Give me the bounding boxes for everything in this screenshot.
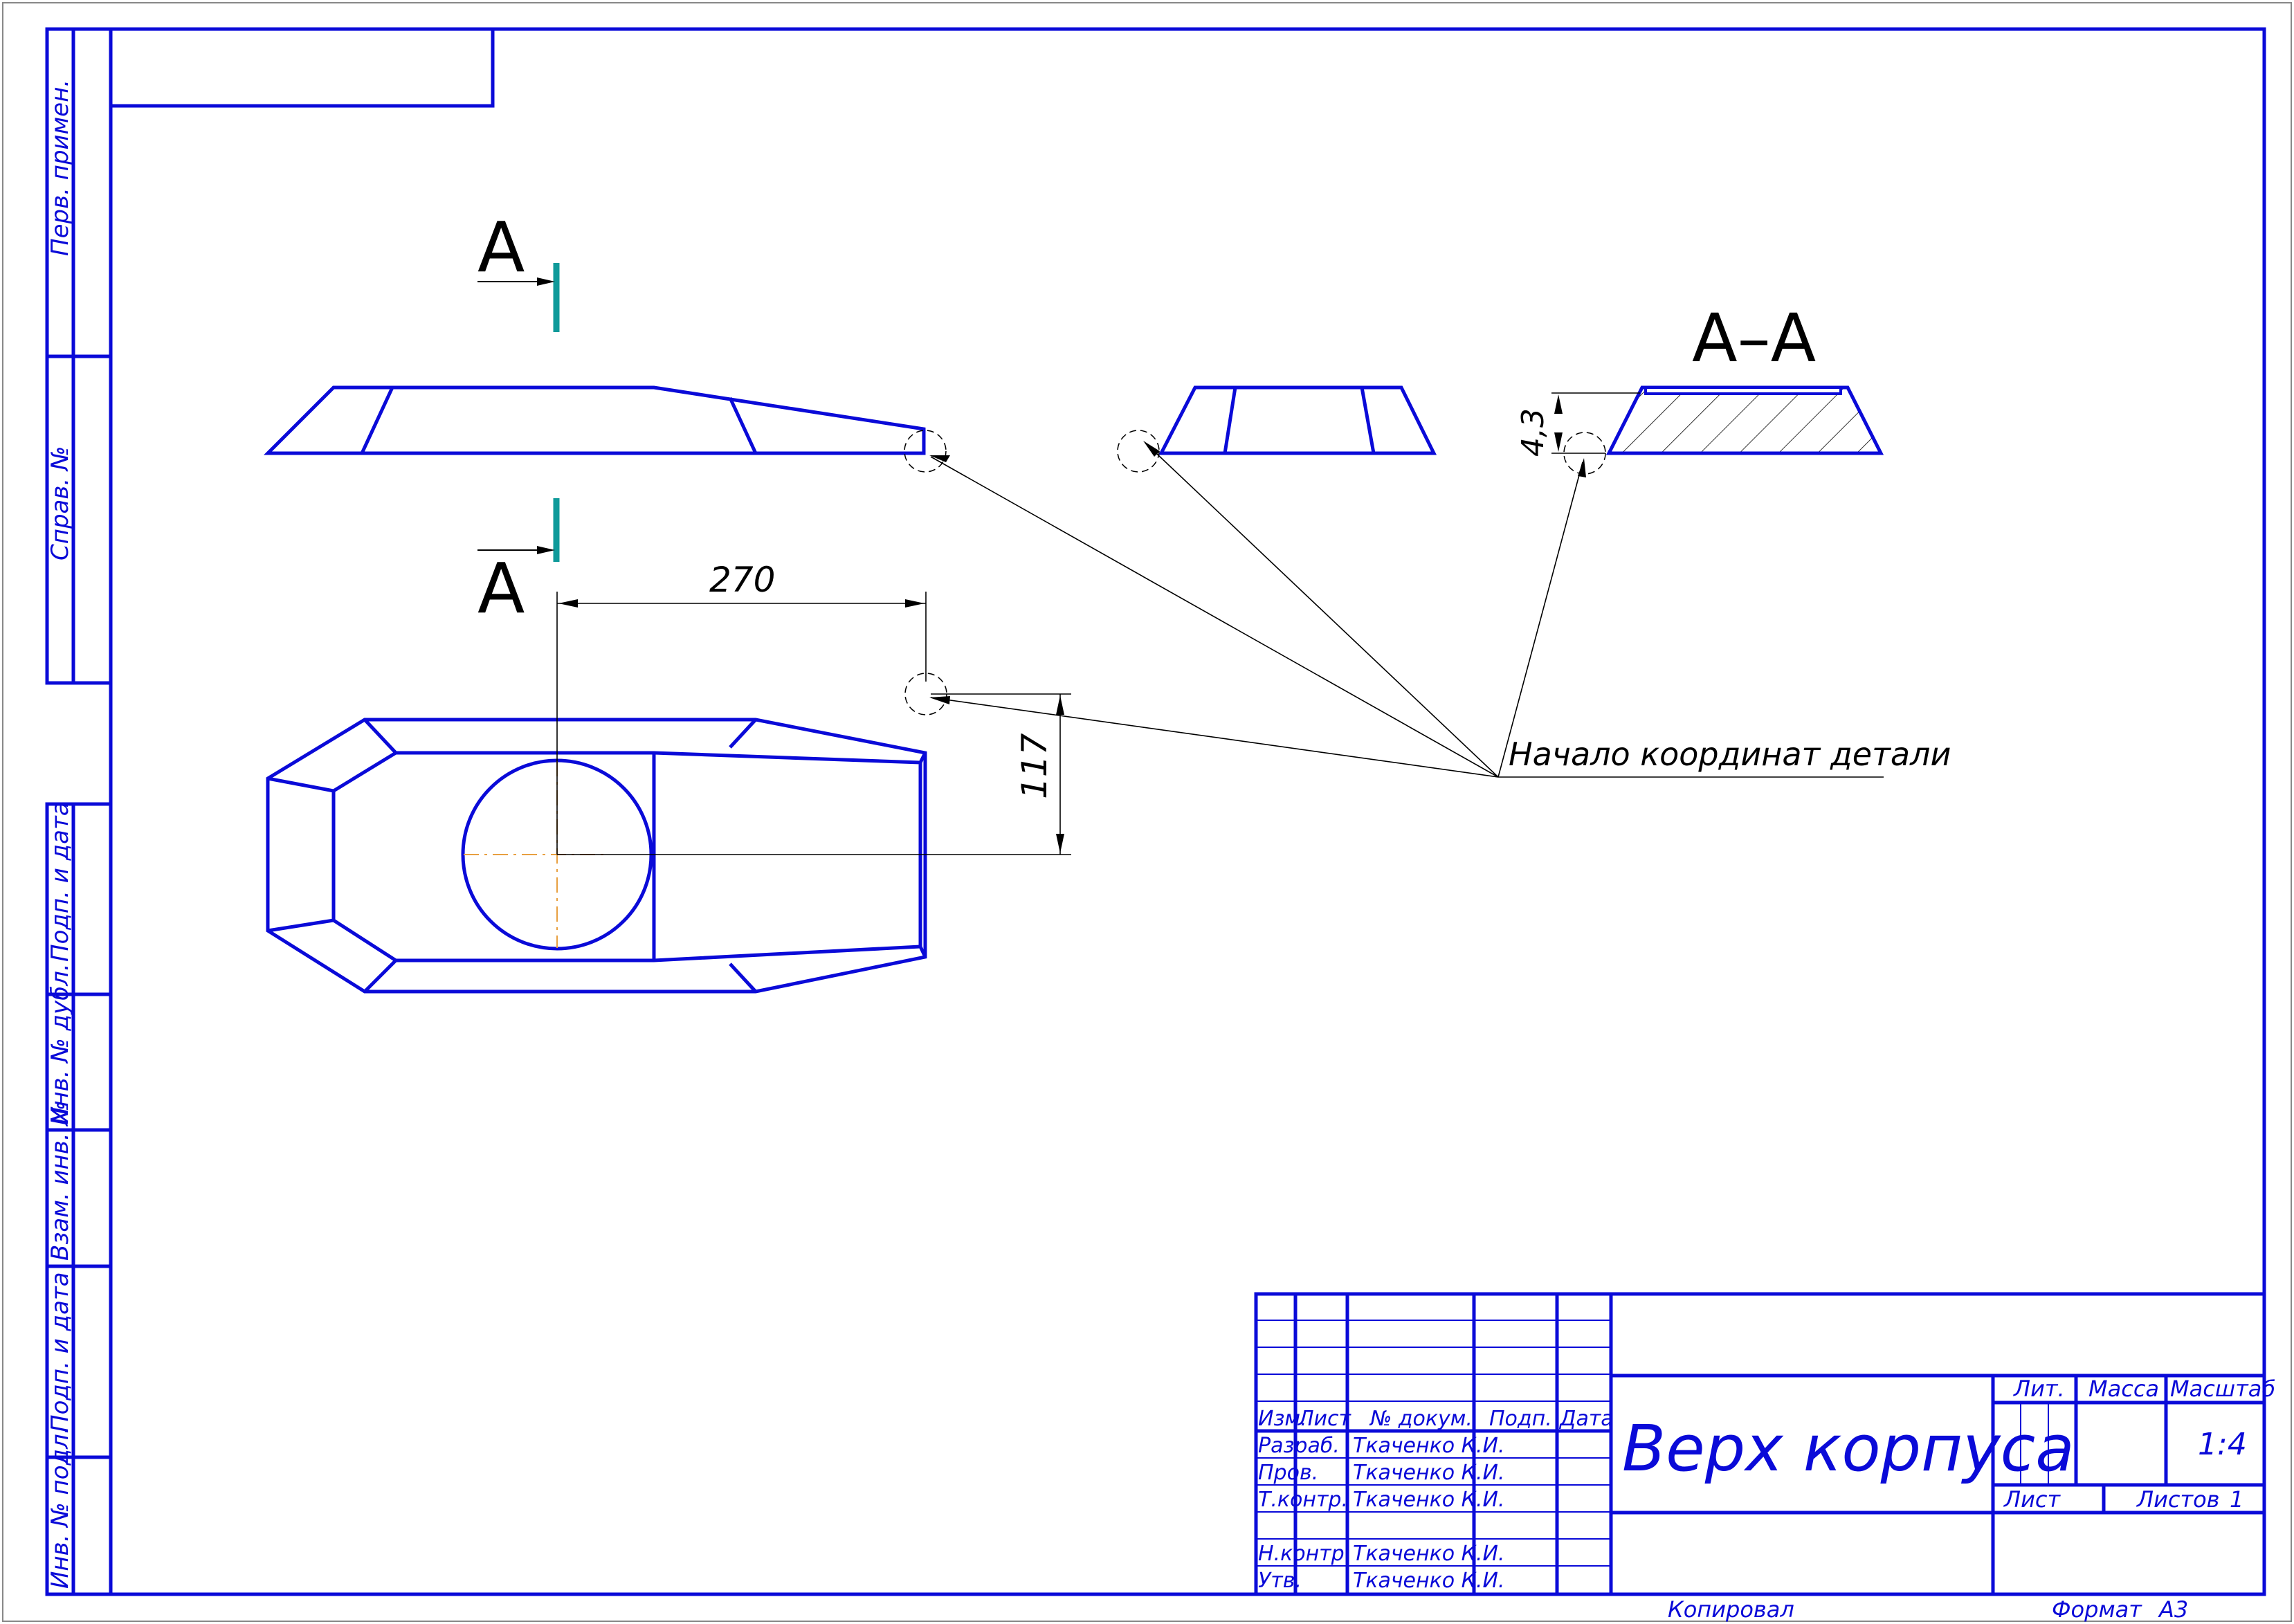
tb-col-doc: № докум.	[1369, 1407, 1473, 1431]
top-left-box	[111, 29, 495, 108]
leader-note: Начало координат детали	[1509, 736, 1951, 773]
section-letter-top: А	[477, 207, 525, 288]
section-title: А–А	[1692, 300, 1816, 377]
label-podp-i-data-bottom: Подп. и дата	[46, 1272, 74, 1432]
section-a-a	[1605, 385, 1884, 455]
tb-lit-label: Лит.	[2013, 1376, 2065, 1402]
tb-row-prov: Пров.	[1258, 1461, 1318, 1485]
leader-lines	[930, 442, 1884, 778]
tb-masshtab-label: Масштаб	[2170, 1376, 2275, 1402]
dim-horizontal	[556, 592, 927, 855]
section-marker-bottom	[477, 498, 560, 562]
label-inv-no-podl: Инв. № подл.	[46, 1426, 74, 1589]
tb-sheet-label: Лист	[2003, 1486, 2061, 1513]
dim-vertical-label: 117	[1014, 733, 1055, 799]
tb-sheets-label: Листов	[2136, 1486, 2220, 1513]
tb-col-podp: Подп.	[1489, 1407, 1552, 1431]
footer-format-value: A3	[2158, 1596, 2188, 1623]
footer-kopiroval: Копировал	[1668, 1596, 1794, 1623]
tb-name-nkontr: Ткаченко К.И.	[1353, 1542, 1504, 1566]
label-inv-no-dubl: Инв. № дубл.	[46, 963, 74, 1124]
tb-sheets-value: 1	[2230, 1486, 2243, 1513]
section-letter-bottom: А	[477, 548, 525, 629]
tb-row-utv: Утв.	[1258, 1569, 1302, 1593]
side-view	[1158, 385, 1437, 455]
main-frame	[109, 27, 2266, 1596]
tb-scale-value: 1:4	[2198, 1427, 2247, 1462]
dim-horizontal-label: 270	[709, 560, 775, 600]
tb-col-list: Лист	[1298, 1407, 1352, 1431]
tb-name-razrab: Ткаченко К.И.	[1353, 1434, 1504, 1458]
origin-circle-front	[904, 430, 947, 473]
label-vzam-inv-no: Взам. инв. №	[46, 1101, 74, 1261]
tb-row-tkontr: Т.контр.	[1258, 1488, 1348, 1512]
tb-row-razrab: Разраб.	[1258, 1434, 1340, 1458]
footer-format-label: Формат	[2052, 1596, 2142, 1623]
label-podp-i-data-top: Подп. и дата	[46, 801, 74, 962]
title-block	[1254, 1292, 2266, 1596]
tb-name-prov: Ткаченко К.И.	[1353, 1461, 1504, 1485]
drawing-title: Верх корпуса	[1622, 1412, 2075, 1486]
section-marker-top	[477, 263, 560, 332]
side-stamp-upper	[45, 27, 113, 685]
tb-name-utv: Ткаченко К.И.	[1353, 1569, 1504, 1593]
tb-massa-label: Масса	[2088, 1376, 2159, 1402]
label-sprav-no: Справ. №	[46, 446, 74, 560]
label-perv-primen: Перв. примен.	[46, 80, 74, 256]
dim-thickness-label: 4,3	[1515, 408, 1551, 457]
side-stamp-lower	[45, 802, 113, 1596]
tb-col-data: Дата	[1558, 1407, 1614, 1431]
top-view	[266, 718, 927, 994]
dim-vertical	[557, 693, 1071, 855]
front-view	[263, 385, 926, 455]
tb-row-nkontr: Н.контр.	[1258, 1542, 1351, 1566]
tb-col-izm: Изм.	[1258, 1407, 1307, 1431]
tb-name-tkontr: Ткаченко К.И.	[1353, 1488, 1504, 1512]
